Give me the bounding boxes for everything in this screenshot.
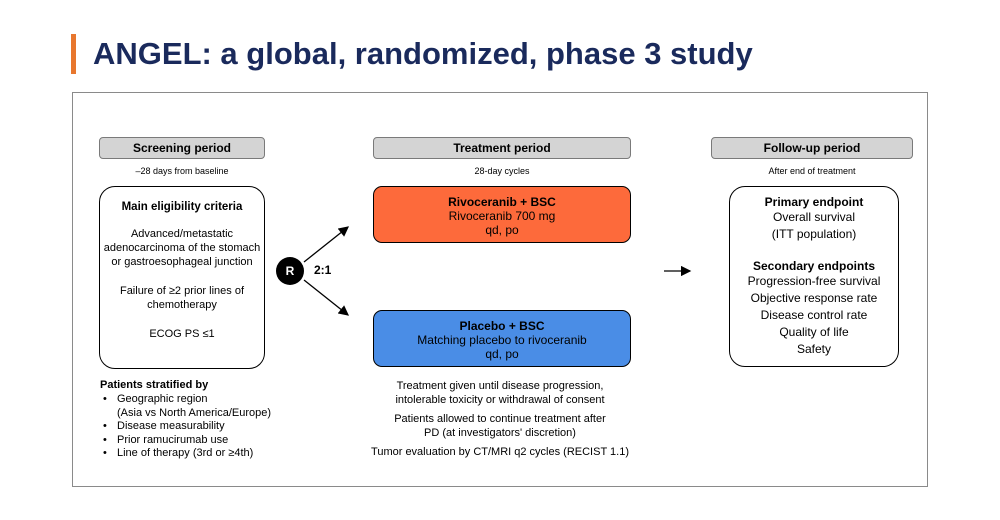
secondary-endpoints-title: Secondary endpoints — [752, 259, 876, 273]
rivoceranib-arm-box: Rivoceranib + BSC Rivoceranib 700 mg qd,… — [373, 186, 631, 243]
eligibility-criteria-title: Main eligibility criteria — [121, 201, 243, 213]
secondary-endpoint-item: Objective response rate — [750, 291, 878, 305]
followup-period-subtitle: After end of treatment — [768, 166, 856, 176]
placebo-arm-dose: Matching placebo to rivoceranib — [417, 333, 587, 347]
stratification-item: Geographic region (Asia vs North America… — [100, 393, 300, 420]
criteria-item: ECOG PS ≤1 — [149, 328, 215, 340]
endpoints-box: Primary endpoint Overall survival (ITT p… — [729, 186, 899, 367]
stratification-list: Patients stratified by Geographic region… — [100, 379, 300, 461]
rivoceranib-arm-dose: Rivoceranib 700 mg — [448, 209, 556, 223]
screening-period-header: Screening period — [99, 137, 265, 159]
title-accent-bar — [71, 34, 76, 74]
followup-period-header: Follow-up period — [711, 137, 913, 159]
placebo-arm-title: Placebo + BSC — [459, 319, 545, 333]
secondary-endpoint-item: Quality of life — [779, 325, 849, 339]
slide-title: ANGEL: a global, randomized, phase 3 stu… — [93, 36, 753, 71]
secondary-endpoint-item: Disease control rate — [760, 308, 868, 322]
diagram-frame — [72, 92, 928, 487]
treatment-period-subtitle: 28-day cycles — [474, 166, 530, 176]
primary-endpoint-item: Overall survival — [772, 210, 856, 224]
placebo-arm-box: Placebo + BSC Matching placebo to rivoce… — [373, 310, 631, 367]
rivoceranib-arm-schedule: qd, po — [485, 223, 519, 237]
criteria-item: Advanced/metastatic adenocarcinoma of th… — [103, 228, 261, 268]
treatment-note: Treatment given until disease progressio… — [395, 380, 605, 406]
secondary-endpoint-item: Progression-free survival — [747, 274, 881, 288]
primary-endpoint-item: (ITT population) — [771, 227, 857, 241]
screening-period-subtitle: –28 days from baseline — [135, 166, 229, 176]
stratification-item-label: Geographic region — [117, 393, 208, 405]
stratification-item-sub: (Asia vs North America/Europe) — [117, 406, 272, 419]
arrow-to-rivoceranib-arm — [303, 226, 350, 263]
arrow-to-placebo-arm — [303, 279, 350, 316]
randomization-ratio: 2:1 — [314, 263, 332, 277]
stratification-item: Prior ramucirumab use — [100, 434, 300, 448]
criteria-item: Failure of ≥2 prior lines of chemotherap… — [119, 285, 245, 311]
treatment-note: Patients allowed to continue treatment a… — [394, 413, 606, 439]
treatment-period-header: Treatment period — [373, 137, 631, 159]
treatment-notes: Treatment given until disease progressio… — [360, 380, 640, 466]
rivoceranib-arm-title: Rivoceranib + BSC — [448, 195, 556, 209]
stratification-item: Disease measurability — [100, 420, 300, 434]
eligibility-criteria-box: Main eligibility criteria Advanced/metas… — [99, 186, 265, 369]
randomization-node: R — [276, 257, 304, 285]
stratification-title: Patients stratified by — [100, 379, 209, 391]
stratification-item: Line of therapy (3rd or ≥4th) — [100, 447, 300, 461]
primary-endpoint-title: Primary endpoint — [764, 195, 864, 209]
secondary-endpoint-item: Safety — [796, 342, 832, 356]
placebo-arm-schedule: qd, po — [485, 347, 519, 361]
treatment-note: Tumor evaluation by CT/MRI q2 cycles (RE… — [371, 446, 629, 458]
